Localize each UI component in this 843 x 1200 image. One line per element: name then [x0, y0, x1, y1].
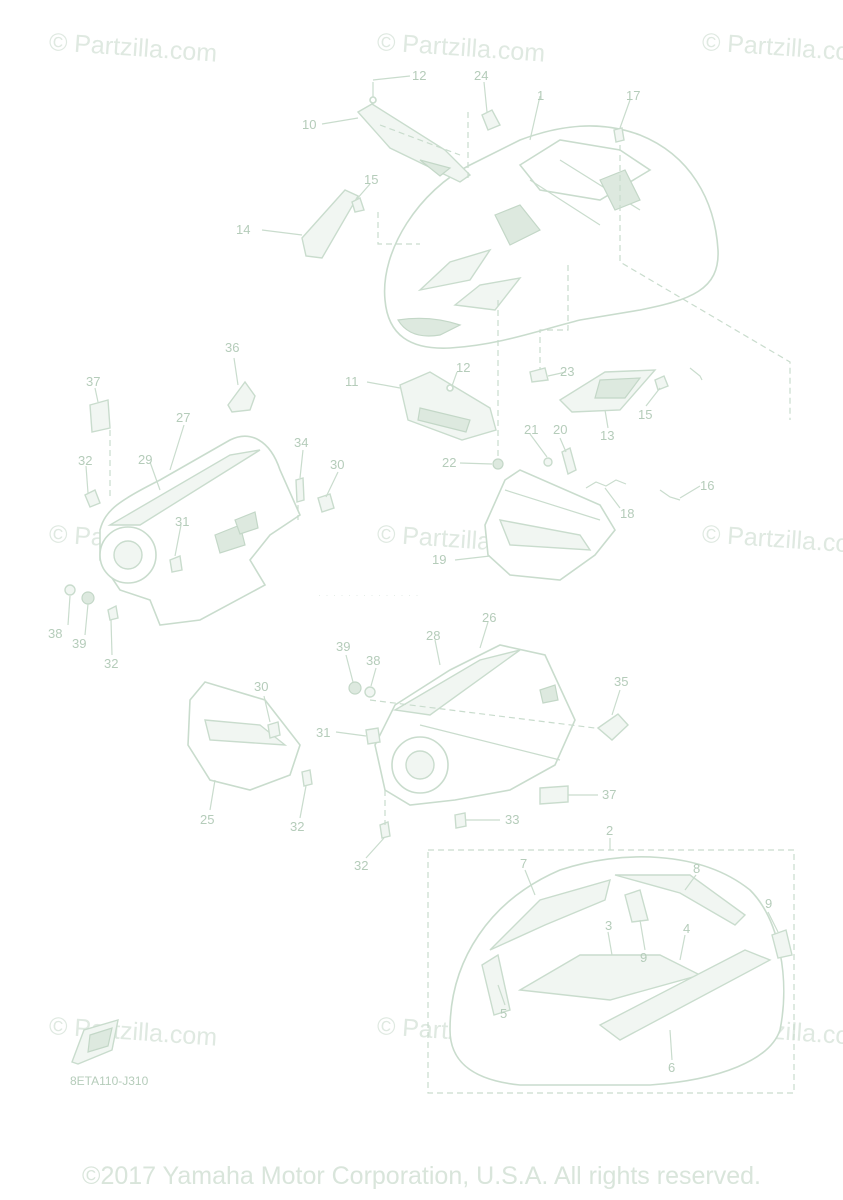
callout-32: 32 — [104, 656, 118, 671]
callout-37: 37 — [86, 374, 100, 389]
callout-labels: 1 2 3 4 5 6 7 8 9 9 10 11 12 12 13 14 15… — [48, 68, 772, 1075]
callout-34: 34 — [294, 435, 308, 450]
callout-18: 18 — [620, 506, 634, 521]
copyright-notice: ©2017 Yamaha Motor Corporation, U.S.A. A… — [82, 1162, 761, 1190]
part-14-panel[interactable] — [301, 189, 359, 259]
callout-26: 26 — [482, 610, 496, 625]
callout-30: 30 — [330, 457, 344, 472]
callout-7: 7 — [520, 856, 527, 871]
callout-19: 19 — [432, 552, 446, 567]
callout-37: 37 — [602, 787, 616, 802]
leader-lines — [67, 75, 779, 1061]
callout-12: 12 — [456, 360, 470, 375]
callout-33: 33 — [505, 812, 519, 827]
callout-13: 13 — [600, 428, 614, 443]
part-2-cowling-assembly[interactable] — [449, 856, 793, 1086]
callout-28: 28 — [426, 628, 440, 643]
part-37-left-pad[interactable] — [89, 399, 111, 433]
hardware-small-parts — [351, 82, 703, 501]
callout-22: 22 — [442, 455, 456, 470]
callout-23: 23 — [560, 364, 574, 379]
callout-5: 5 — [500, 1006, 507, 1021]
part-10-panel[interactable] — [356, 103, 472, 183]
callout-39: 39 — [72, 636, 86, 651]
part-27-side-cover-left[interactable] — [99, 435, 302, 626]
callout-2: 2 — [606, 823, 613, 838]
callout-30: 30 — [254, 679, 268, 694]
part-26-side-cover-right[interactable] — [374, 644, 576, 806]
callout-21: 21 — [524, 422, 538, 437]
left-hardware — [64, 477, 335, 621]
part-19-bracket[interactable] — [484, 469, 616, 581]
callout-8: 8 — [693, 861, 700, 876]
callout-20: 20 — [553, 422, 567, 437]
part-11-plate[interactable] — [399, 371, 497, 441]
callout-15: 15 — [364, 172, 378, 187]
callout-17: 17 — [626, 88, 640, 103]
callout-38: 38 — [366, 653, 380, 668]
callout-10: 10 — [302, 117, 316, 132]
callout-31: 31 — [316, 725, 330, 740]
callout-9: 9 — [640, 950, 647, 965]
callout-25: 25 — [200, 812, 214, 827]
callout-32: 32 — [290, 819, 304, 834]
callout-24: 24 — [474, 68, 488, 83]
faint-note: · · · · · · · · · · · · · · — [318, 590, 420, 600]
diagram-code: 8ETA110-J310 — [70, 1074, 149, 1088]
callout-32: 32 — [354, 858, 368, 873]
callout-14: 14 — [236, 222, 250, 237]
callout-38: 38 — [48, 626, 62, 641]
callout-4: 4 — [683, 921, 690, 936]
callout-31: 31 — [175, 514, 189, 529]
part-37-right-pad[interactable] — [539, 785, 569, 805]
fwd-arrow-logo — [71, 1019, 119, 1065]
part-36-bracket[interactable] — [227, 380, 256, 413]
callout-35: 35 — [614, 674, 628, 689]
callout-16: 16 — [700, 478, 714, 493]
callout-15: 15 — [638, 407, 652, 422]
part-front-cowling[interactable] — [383, 125, 719, 349]
callout-6: 6 — [668, 1060, 675, 1075]
part-2-assembly-box — [427, 849, 795, 1094]
right-hardware — [348, 681, 467, 839]
assembly-dash-lines — [109, 112, 791, 825]
part-35-bracket[interactable] — [596, 713, 629, 741]
callout-3: 3 — [605, 918, 612, 933]
callout-9: 9 — [765, 896, 772, 911]
part-13-plate[interactable] — [558, 369, 657, 413]
callout-36: 36 — [225, 340, 239, 355]
callout-29: 29 — [138, 452, 152, 467]
callout-1: 1 — [537, 88, 544, 103]
callout-27: 27 — [176, 410, 190, 425]
part-25-lower-cowl[interactable] — [187, 681, 301, 791]
callout-39: 39 — [336, 639, 350, 654]
callout-32: 32 — [78, 453, 92, 468]
callout-12: 12 — [412, 68, 426, 83]
part-25-hardware — [267, 721, 313, 787]
callout-11: 11 — [345, 374, 359, 389]
